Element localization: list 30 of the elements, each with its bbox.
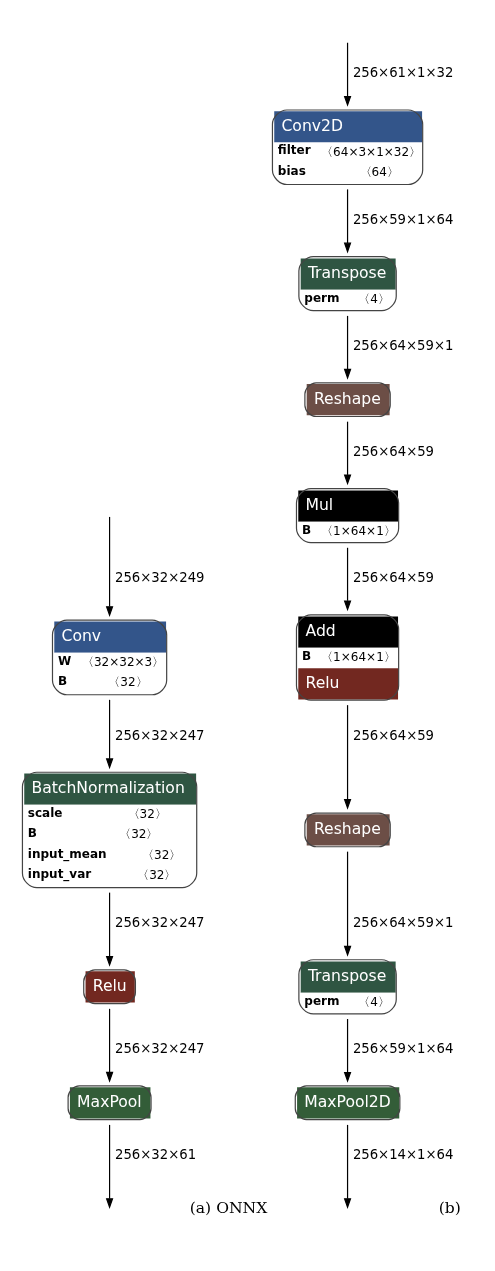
- arrow: [343, 1123, 352, 1209]
- edge-label: 256×32×249: [115, 569, 205, 585]
- arrow: [105, 1007, 114, 1083]
- edge-label: 256×64×59×1: [352, 914, 454, 930]
- arrow: [343, 41, 352, 107]
- edge-label: 256×61×1×32: [352, 64, 454, 80]
- arrow: [343, 314, 352, 380]
- edge-label: 256×32×247: [115, 727, 205, 743]
- arrow: [343, 1017, 352, 1083]
- arrow: [343, 188, 352, 253]
- arrow: [343, 704, 352, 810]
- edge-label: 256×14×1×64: [352, 1146, 454, 1162]
- edge-label: 256×59×1×64: [352, 1040, 454, 1056]
- arrow: [105, 891, 114, 967]
- arrow: [343, 546, 352, 611]
- edge-label: 256×32×247: [115, 1040, 205, 1056]
- edge-label: 256×59×1×64: [352, 211, 454, 227]
- arrow: [343, 420, 352, 485]
- edge-label: 256×32×247: [115, 914, 205, 930]
- edge-label: 256×64×59: [353, 727, 435, 743]
- arrow: [343, 850, 352, 957]
- edge-label: 256×64×59: [353, 569, 435, 585]
- label: (a) ONNX: [189, 1198, 268, 1217]
- arrow: [105, 698, 114, 769]
- edge-label: 256×32×61: [115, 1146, 197, 1162]
- arrow: [105, 1123, 114, 1209]
- edge-label: 256×64×59: [353, 443, 435, 459]
- edge-label: 256×64×59×1: [352, 337, 454, 353]
- label: (b): [438, 1198, 461, 1217]
- arrow: [105, 515, 114, 617]
